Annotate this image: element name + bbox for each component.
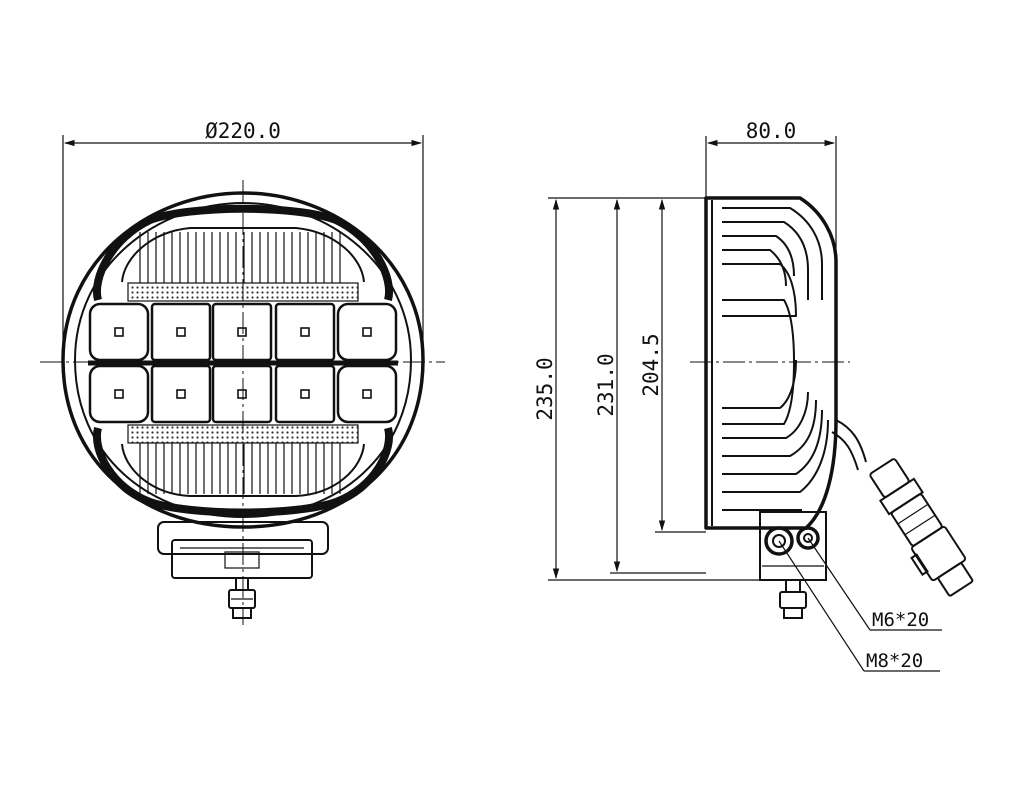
led-chip [114, 327, 124, 337]
led-chip [176, 389, 186, 399]
depth-label: 80.0 [746, 119, 797, 143]
led-chip [362, 389, 372, 399]
diameter-dimension: Ø220.0 [62, 119, 424, 360]
side-view: 80.0 235.0 231.0 204.5 M6*20 M8*20 [533, 119, 974, 672]
side-bracket [759, 511, 827, 619]
led-chip [176, 327, 186, 337]
front-led-grid [88, 302, 398, 424]
depth-dimension: 80.0 [705, 119, 837, 262]
side-fins [722, 207, 829, 511]
front-view: Ø220.0 [40, 119, 445, 625]
callout-m6: M6*20 [872, 609, 929, 631]
led-module [150, 302, 212, 362]
led-module [88, 364, 150, 424]
led-module [274, 302, 336, 362]
led-module [274, 364, 336, 424]
led-chip [362, 327, 372, 337]
led-chip [300, 389, 310, 399]
height-dimensions: 235.0 231.0 204.5 [533, 197, 760, 581]
height-lens-label: 204.5 [639, 333, 663, 396]
led-module [336, 302, 398, 362]
led-module [150, 364, 212, 424]
led-chip [300, 327, 310, 337]
height-body-label: 231.0 [594, 353, 618, 416]
front-fins-top [139, 232, 341, 283]
led-module [211, 302, 273, 362]
front-fins-bottom [139, 443, 341, 494]
side-body [704, 196, 838, 530]
height-total-label: 235.0 [533, 357, 557, 420]
led-module [336, 364, 398, 424]
led-chip [237, 327, 247, 337]
led-chip [114, 389, 124, 399]
led-chip [237, 389, 247, 399]
side-cable-connector [831, 419, 974, 597]
led-module [211, 364, 273, 424]
bolt-callouts: M6*20 M8*20 [778, 537, 942, 672]
led-module [88, 302, 150, 362]
callout-m8: M8*20 [866, 650, 923, 672]
diameter-label: Ø220.0 [205, 119, 281, 143]
